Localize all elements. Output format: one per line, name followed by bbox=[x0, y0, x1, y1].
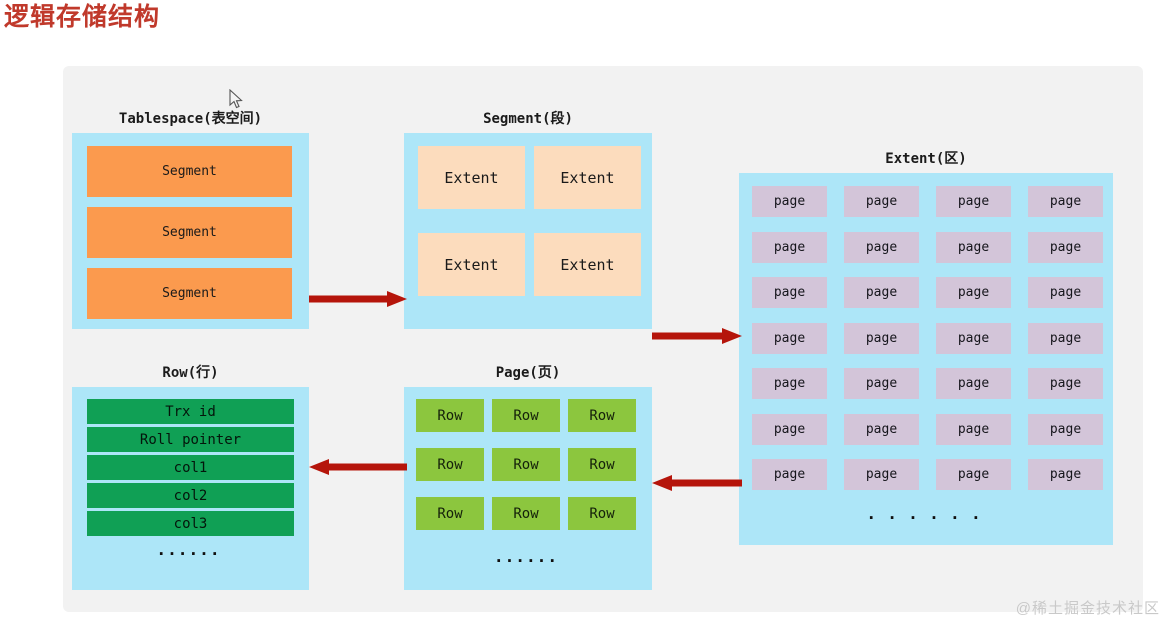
page-box[interactable]: page bbox=[1028, 413, 1103, 445]
extent-ellipsis: · · · · · · bbox=[868, 509, 984, 527]
segment-caption: Segment(段) bbox=[483, 111, 573, 127]
extent-box[interactable]: Extent bbox=[534, 146, 641, 209]
page-box[interactable]: page bbox=[936, 413, 1011, 445]
row-field[interactable]: col3 bbox=[87, 511, 294, 536]
group-row: Row(行) Trx id Roll pointer col1 col2 col… bbox=[72, 365, 309, 590]
page-box[interactable]: page bbox=[1028, 459, 1103, 490]
page-box[interactable]: page bbox=[844, 459, 919, 490]
extent-box[interactable]: Extent bbox=[418, 146, 525, 209]
page-box[interactable]: page bbox=[1028, 277, 1103, 308]
row-field[interactable]: Trx id bbox=[87, 399, 294, 424]
row-caption: Row(行) bbox=[162, 365, 219, 381]
row-box[interactable]: Row bbox=[492, 399, 560, 432]
row-box[interactable]: Row bbox=[568, 448, 636, 481]
segment-box[interactable]: Segment bbox=[87, 268, 292, 319]
page-box[interactable]: page bbox=[1028, 322, 1103, 354]
row-box[interactable]: Row bbox=[416, 399, 484, 432]
extent-box[interactable]: Extent bbox=[534, 233, 641, 296]
page-box[interactable]: page bbox=[844, 186, 919, 217]
group-tablespace: Tablespace(表空间) Segment Segment Segment bbox=[72, 111, 309, 329]
arrow-tablespace-to-segment bbox=[309, 291, 407, 307]
row-box[interactable]: Row bbox=[568, 497, 636, 530]
arrow-page-to-row bbox=[309, 459, 407, 475]
row-box[interactable]: Row bbox=[568, 399, 636, 432]
row-ellipsis: ······ bbox=[158, 545, 223, 563]
page-box[interactable]: page bbox=[752, 413, 827, 445]
tablespace-caption: Tablespace(表空间) bbox=[118, 111, 263, 127]
page-box[interactable]: page bbox=[752, 277, 827, 308]
tablespace-panel: Segment Segment Segment bbox=[72, 133, 309, 329]
page-box[interactable]: page bbox=[844, 368, 919, 399]
page-box[interactable]: page bbox=[936, 186, 1011, 217]
page-box[interactable]: page bbox=[1028, 368, 1103, 399]
row-field[interactable]: col2 bbox=[87, 483, 294, 508]
page-ellipsis: ······ bbox=[495, 552, 561, 570]
mouse-cursor-icon bbox=[229, 88, 245, 111]
page-box[interactable]: page bbox=[752, 231, 827, 263]
arrow-extent-to-page bbox=[652, 475, 742, 491]
page-box[interactable]: page bbox=[1028, 186, 1103, 217]
extent-box[interactable]: Extent bbox=[418, 233, 525, 296]
segment-box[interactable]: Segment bbox=[87, 146, 292, 197]
page-box[interactable]: page bbox=[844, 277, 919, 308]
page-box[interactable]: page bbox=[752, 322, 827, 354]
row-box[interactable]: Row bbox=[416, 448, 484, 481]
page-box[interactable]: page bbox=[936, 277, 1011, 308]
page-box[interactable]: page bbox=[752, 459, 827, 490]
row-field[interactable]: col1 bbox=[87, 455, 294, 480]
page-box[interactable]: page bbox=[936, 368, 1011, 399]
page-caption: Page(页) bbox=[495, 365, 561, 381]
group-segment: Segment(段) Extent Extent Extent Extent bbox=[404, 111, 652, 329]
watermark: @稀土掘金技术社区 bbox=[1015, 600, 1160, 617]
row-panel: Trx id Roll pointer col1 col2 col3 ·····… bbox=[72, 387, 309, 590]
extent-panel: page page page page page page page page page page… bbox=[739, 173, 1113, 545]
row-box[interactable]: Row bbox=[492, 448, 560, 481]
page-box[interactable]: page bbox=[844, 231, 919, 263]
page-box[interactable]: page bbox=[752, 368, 827, 399]
page-box[interactable]: page bbox=[1028, 231, 1103, 263]
page-box[interactable]: page bbox=[936, 459, 1011, 490]
segment-box[interactable]: Segment bbox=[87, 207, 292, 258]
page-box[interactable]: page bbox=[936, 322, 1011, 354]
page-box[interactable]: page bbox=[844, 322, 919, 354]
row-field[interactable]: Roll pointer bbox=[87, 427, 294, 452]
page-box[interactable]: page bbox=[936, 231, 1011, 263]
segment-panel: Extent Extent Extent Extent bbox=[404, 133, 652, 329]
diagram-canvas: Tablespace(表空间) Segment Segment Segment … bbox=[63, 66, 1143, 612]
page-box[interactable]: page bbox=[844, 413, 919, 445]
page-title: 逻辑存储结构 bbox=[4, 3, 161, 31]
arrow-segment-to-extent bbox=[652, 328, 742, 344]
extent-caption: Extent(区) bbox=[885, 151, 967, 167]
page-box[interactable]: page bbox=[752, 186, 827, 217]
row-box[interactable]: Row bbox=[416, 497, 484, 530]
row-box[interactable]: Row bbox=[492, 497, 560, 530]
